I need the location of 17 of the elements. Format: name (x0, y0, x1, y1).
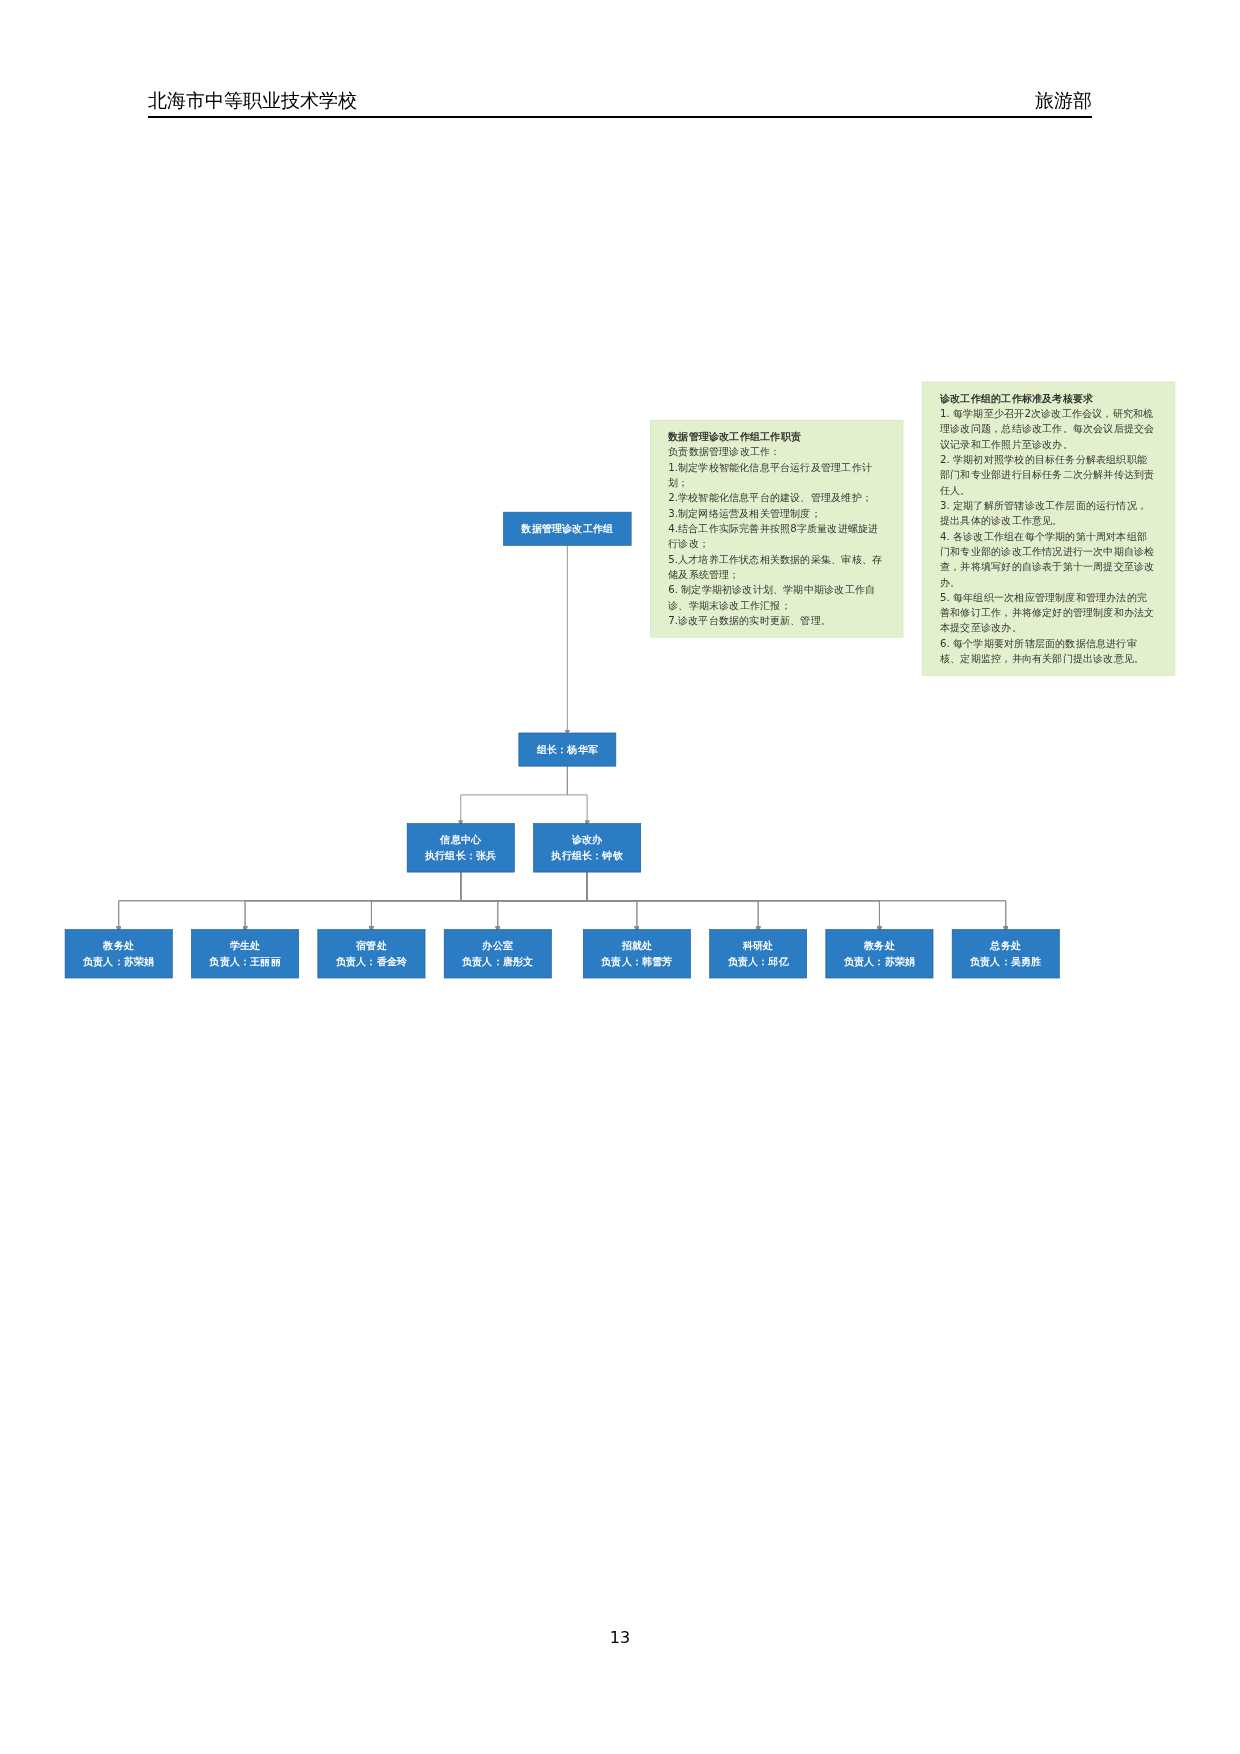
node-box: 学生处 负责人：王丽丽 (191, 929, 299, 979)
node-box: 数据管理诊改工作组 (503, 511, 632, 546)
node-box: 诊改办 执行组长：钟钦 (533, 823, 642, 873)
page-number: 13 (609, 1628, 631, 1647)
node-box: 诊改工作组的工作标准及考核要求 1. 每学期至少召开2次诊改工作会议，研究和梳理诊改问题，总结诊改工作。每次会议后提交会议记录和工作照片至诊改办。 2. 学期初对照学校的目标任务分解表组织职能部门和专业部进行目标任务二次分解并传达到责任人。 3. 定期了解所管辖诊改工作层面的运行情况，提出具体的诊改工作意见。 4. 各诊改工作组在每个学期的第十周对本组部门和专业部的诊改工作情况进行一次中期自诊检查，并将填写好的自诊表于第十一周提交至诊改办。 5. 每年组织一次相应管理制度和管理办法的完善和修订工作，并将修定好的管理制度和办法文本提交至诊改办。 6. 每个学期要对所辖层面的数据信息进行审核、定期监控，并向有关部门提出诊改意见。 (921, 381, 1176, 676)
node-box: 信息中心 执行组长：张兵 (406, 823, 515, 873)
node-box: 教务处 负责人：苏荣娟 (825, 929, 934, 979)
header-department: 旅游部 (1035, 88, 1092, 113)
header-school-name: 北海市中等职业技术学校 (148, 88, 357, 113)
node-box: 数据管理诊改工作组工作职责 负责数据管理诊改工作： 1.制定学校智能化信息平台运行及管理工作计划； 2.学校智能化信息平台的建设、管理及维护； 3.制定网络运营及相关管理制度； 4.结合工作实际完善并按照8字质量改进螺旋进行诊改； 5.人才培养工作状态相关数据的采集、审核、存储及系统管理； 6. 制定学期初诊改计划、学期中期诊改工作自诊、学期末诊改工作汇报； 7.诊改平台数据的实时更新、管理。 (650, 419, 904, 638)
node-box: 组长：杨华军 (518, 732, 617, 767)
node-box: 教务处 负责人：苏荣娟 (64, 929, 173, 979)
node-box: 招就处 负责人：韩雪芳 (582, 929, 691, 979)
node-box: 宿管处 负责人：香金玲 (317, 929, 426, 979)
node-box: 办公室 负责人：唐彤文 (443, 929, 552, 979)
node-box: 总务处 负责人：吴勇胜 (951, 929, 1060, 979)
node-box: 科研处 负责人：邱亿 (709, 929, 807, 979)
